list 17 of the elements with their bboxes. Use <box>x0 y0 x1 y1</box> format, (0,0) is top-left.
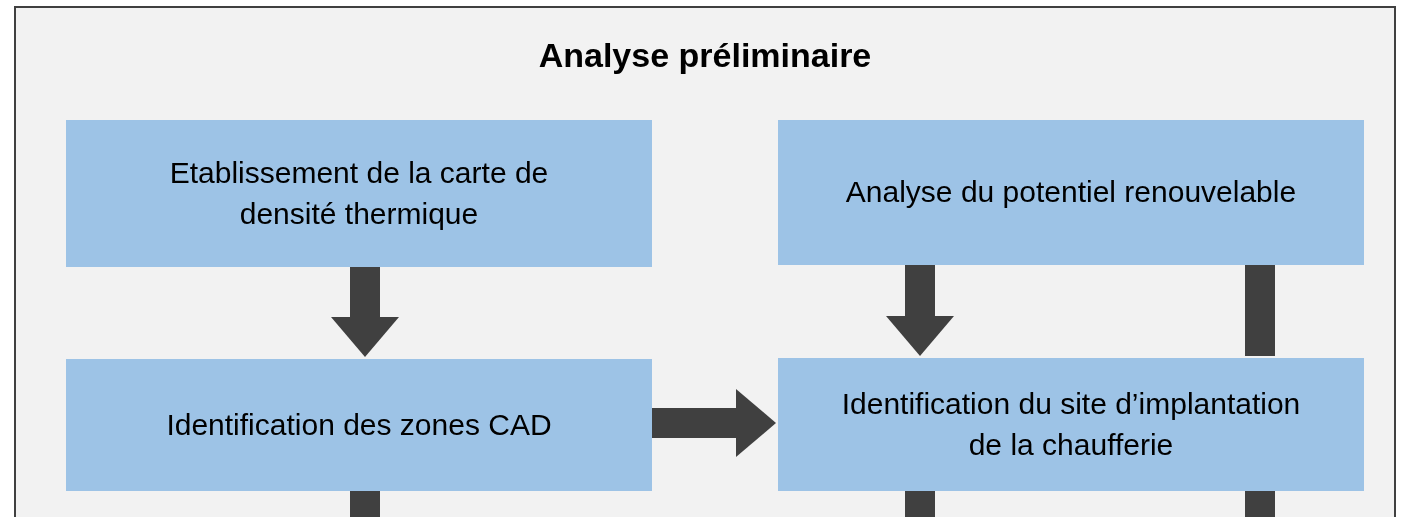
box-text: Analyse du potentiel renouvelable <box>845 174 1297 211</box>
process-box <box>66 359 652 491</box>
block-arrow <box>331 265 399 357</box>
connector-bar <box>1245 489 1275 517</box>
box-text: Identification du site d’implantation de la chaufferie <box>840 386 1302 463</box>
box-text: Identification des zones CAD <box>166 406 552 443</box>
block-arrow <box>886 263 954 356</box>
box-text: Etablissement de la carte de densité thermique <box>168 155 550 232</box>
process-box <box>778 358 1364 491</box>
panel-title: Analyse préliminaire <box>537 35 873 76</box>
connector-bar <box>350 489 380 517</box>
block-arrow <box>650 389 776 457</box>
panel <box>14 6 1396 517</box>
connector-bar <box>1245 263 1275 356</box>
process-box <box>66 120 652 267</box>
connector-bar <box>905 489 935 517</box>
process-box <box>778 120 1364 265</box>
